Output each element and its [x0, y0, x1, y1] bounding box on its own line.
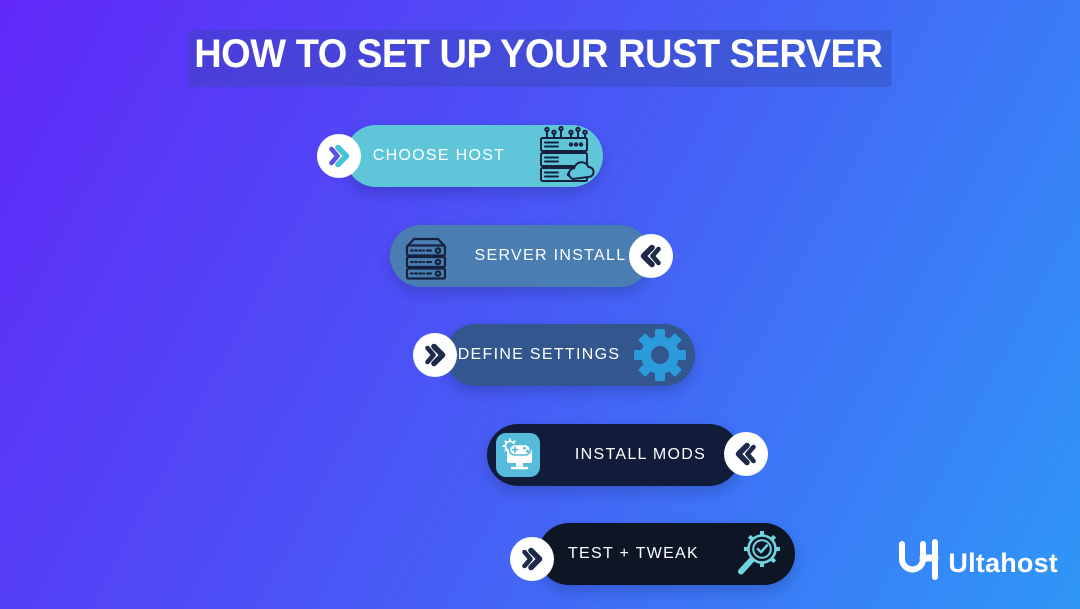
page-title: HOW TO SET UP YOUR RUST SERVER — [188, 30, 892, 87]
step-label: TEST + TWEAK — [567, 545, 700, 562]
step-pill-define-settings: DEFINE SETTINGS — [445, 324, 695, 386]
server-rack-icon — [398, 230, 450, 282]
step-pill-server-install: SERVER INSTALL — [390, 225, 651, 287]
chevron-left-icon — [724, 432, 768, 476]
step-pill-install-mods: INSTALL MODS — [487, 424, 740, 486]
title-wrap: HOW TO SET UP YOUR RUST SERVER — [0, 30, 1080, 87]
logo-wordmark: Ultahost — [948, 548, 1058, 578]
chevron-right-icon — [317, 134, 361, 178]
step-label: DEFINE SETTINGS — [457, 346, 621, 363]
step-pill-choose-host: CHOOSE HOST — [345, 125, 603, 187]
chevron-right-icon — [510, 537, 554, 581]
step-label: SERVER INSTALL — [474, 247, 627, 264]
chevron-left-icon — [629, 234, 673, 278]
step-label: CHOOSE HOST — [372, 147, 506, 164]
step-label: INSTALL MODS — [574, 446, 707, 463]
server-cloud-icon — [533, 126, 595, 186]
step-pill-test-tweak: TEST + TWEAK — [538, 523, 795, 585]
chevron-right-icon — [413, 333, 457, 377]
magnifier-gear-check-icon — [729, 526, 787, 582]
ultahost-monogram-icon — [894, 538, 944, 589]
game-mod-icon — [495, 432, 541, 478]
gear-icon — [633, 328, 687, 382]
ultahost-logo: Ultahost — [894, 538, 1058, 589]
